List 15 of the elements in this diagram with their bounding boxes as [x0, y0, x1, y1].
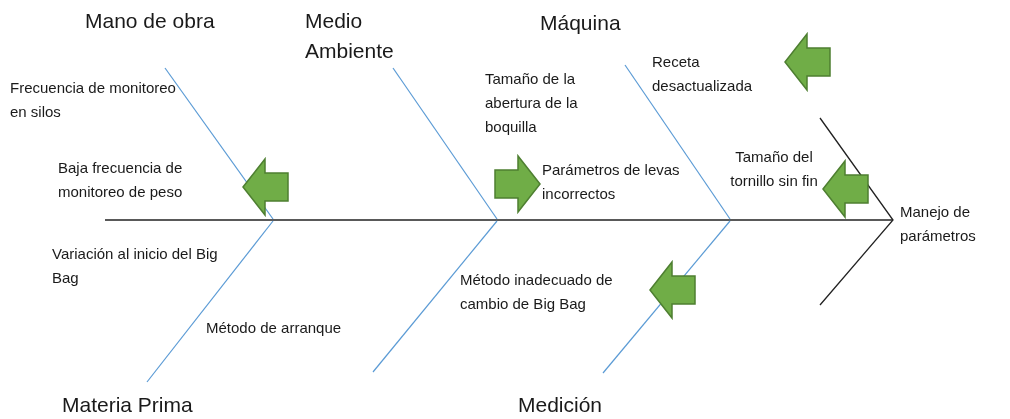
category-label: Materia Prima: [62, 392, 194, 418]
cause-label: Tamaño de la abertura de la boquilla: [485, 69, 579, 137]
category-label: Máquina: [540, 10, 622, 36]
cause-label: Método inadecuado de cambio de Big Bag: [460, 270, 614, 314]
cause-label: Frecuencia de monitoreo en silos: [10, 78, 177, 122]
cause-label: Tamaño del tornillo sin fin: [729, 147, 819, 191]
cause-label: Método de arranque: [206, 318, 343, 338]
cause-label: Parámetros de levas incorrectos: [542, 160, 681, 204]
cause-label: Receta desactualizada: [652, 52, 754, 96]
category-label: Medición: [518, 392, 604, 418]
category-label: Mano de obra: [85, 8, 216, 34]
effect-label: Manejo de parámetros: [900, 202, 977, 246]
cause-label: Variación al inicio del Big Bag: [52, 244, 219, 288]
cause-label: Baja frecuencia de monitoreo de peso: [58, 158, 184, 202]
category-label: Medio Ambiente: [305, 8, 395, 64]
